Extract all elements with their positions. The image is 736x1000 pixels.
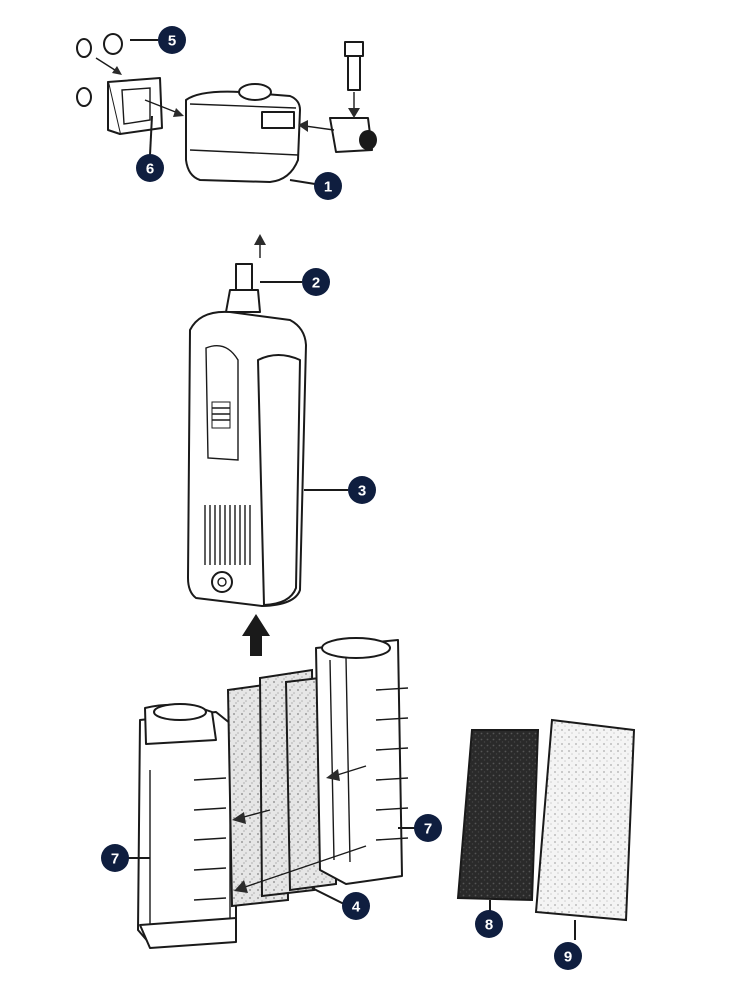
white-filter-pad: [534, 718, 636, 922]
cartridge-cage-right: [315, 637, 409, 885]
grille-slots: [204, 505, 251, 565]
callout-3: 3: [348, 476, 376, 504]
grille-small: [211, 401, 231, 429]
callout-6: 6: [136, 154, 164, 182]
motor-head: [185, 83, 301, 183]
callout-9: 9: [554, 942, 582, 970]
svg-text:2: 2: [312, 275, 320, 292]
callout-4: 4: [342, 892, 370, 920]
callout-7-right: 7: [414, 814, 442, 842]
leader-6: [149, 115, 153, 156]
callout-8: 8: [475, 910, 503, 938]
leader-4: [311, 887, 345, 905]
callout-1: 1: [314, 172, 342, 200]
mounting-bracket: [107, 77, 163, 135]
sponge-arrow-3: [241, 845, 367, 889]
outlet-nozzle: [329, 41, 377, 153]
svg-text:7: 7: [111, 851, 119, 868]
carbon-pad: [456, 729, 540, 902]
outlet-pipe: [225, 263, 261, 313]
sponge-arrow-2: [333, 765, 367, 777]
bracket-arrow: [144, 99, 179, 114]
svg-text:8: 8: [485, 917, 493, 934]
svg-text:4: 4: [352, 899, 361, 916]
leader-1: [289, 179, 316, 185]
assembly-up-arrow: [242, 614, 270, 656]
callout-5: 5: [158, 26, 186, 54]
filter-housing: [187, 310, 307, 607]
suction-cup-arrow: [95, 57, 119, 73]
svg-text:6: 6: [146, 161, 154, 178]
sponge-arrow-1: [239, 809, 271, 819]
svg-text:7: 7: [424, 821, 432, 838]
svg-text:5: 5: [168, 33, 176, 50]
housing-knob: [211, 571, 233, 593]
cartridge-cage-left: [137, 703, 237, 949]
callout-2: 2: [302, 268, 330, 296]
svg-text:3: 3: [358, 483, 366, 500]
suction-cups: [76, 33, 123, 107]
nozzle-left-arrow: [304, 125, 335, 131]
svg-text:9: 9: [564, 949, 572, 966]
svg-text:1: 1: [324, 179, 332, 196]
callout-7-left: 7: [101, 844, 129, 872]
